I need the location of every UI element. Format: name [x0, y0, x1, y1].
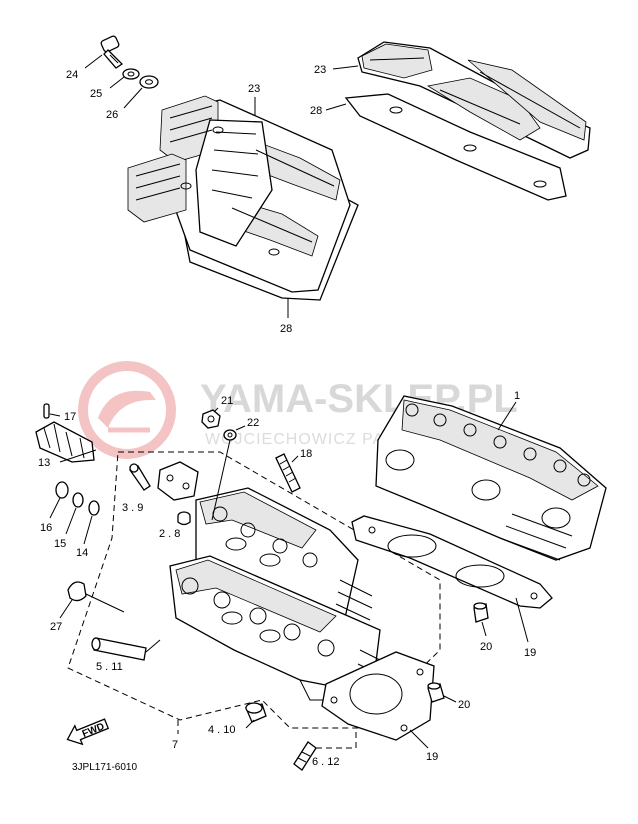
label-23-left: 23 [248, 83, 260, 95]
label-14: 14 [76, 547, 88, 559]
o-ring-16-drawing [55, 481, 69, 499]
label-27: 27 [50, 621, 62, 633]
label-16: 16 [40, 522, 52, 534]
label-4-10: 4 . 10 [208, 724, 236, 736]
pin-17-drawing [43, 403, 50, 419]
label-19-lower: 19 [426, 751, 438, 763]
valve-guide-5-11-drawing [91, 637, 147, 661]
label-28-right: 28 [310, 105, 322, 117]
label-13: 13 [38, 457, 50, 469]
label-21: 21 [221, 395, 233, 407]
label-18: 18 [300, 448, 312, 460]
label-5-11: 5 . 11 [96, 661, 123, 673]
head-gasket-lower-drawing [321, 651, 435, 741]
plug-13-drawing [35, 421, 95, 463]
dowel-20-lower-drawing [427, 682, 445, 703]
label-28-left: 28 [280, 323, 292, 335]
forward-arrow-icon: FWD [66, 718, 110, 746]
label-23-right: 23 [314, 64, 326, 76]
label-7: 7 [172, 739, 178, 751]
bolt-3-9-drawing [129, 463, 151, 491]
cylinder-head-right-drawing [375, 395, 607, 561]
label-6-12: 6 . 12 [312, 756, 340, 768]
washer-25-drawing [122, 68, 140, 80]
nut-21-drawing [201, 409, 221, 429]
diagram-code: 3JPL171-6010 [72, 762, 137, 773]
watermark-logo-icon [78, 361, 176, 459]
head-gasket-upper-drawing [351, 515, 553, 609]
fwd-arrow-text: FWD [81, 721, 106, 740]
label-3-9: 3 . 9 [122, 502, 143, 514]
stud-18-drawing [275, 453, 301, 493]
cap-27-drawing [67, 581, 87, 602]
label-25: 25 [90, 88, 102, 100]
label-2-8: 2 . 8 [159, 528, 180, 540]
label-20-upper: 20 [480, 641, 492, 653]
o-ring-14-drawing [88, 500, 100, 516]
washer-26-drawing [139, 75, 159, 89]
o-ring-15-drawing [72, 492, 84, 508]
plug-4-10-drawing [245, 702, 267, 723]
cylinder-head-left-drawing [169, 487, 381, 701]
head-cover-left-drawing [127, 95, 359, 301]
label-15: 15 [54, 538, 66, 550]
label-19-upper: 19 [524, 647, 536, 659]
head-cover-right-drawing [344, 41, 591, 201]
label-20-lower: 20 [458, 699, 470, 711]
cam-cap-3-9-drawing [157, 461, 199, 501]
label-26: 26 [106, 109, 118, 121]
dowel-20-upper-drawing [473, 602, 489, 623]
washer-22-drawing [223, 429, 237, 441]
label-1: 1 [514, 390, 520, 402]
bolt-24-drawing [100, 35, 124, 69]
label-17: 17 [64, 411, 76, 423]
label-24: 24 [66, 69, 78, 81]
label-22: 22 [247, 417, 259, 429]
dowel-2-8-drawing [177, 511, 191, 526]
